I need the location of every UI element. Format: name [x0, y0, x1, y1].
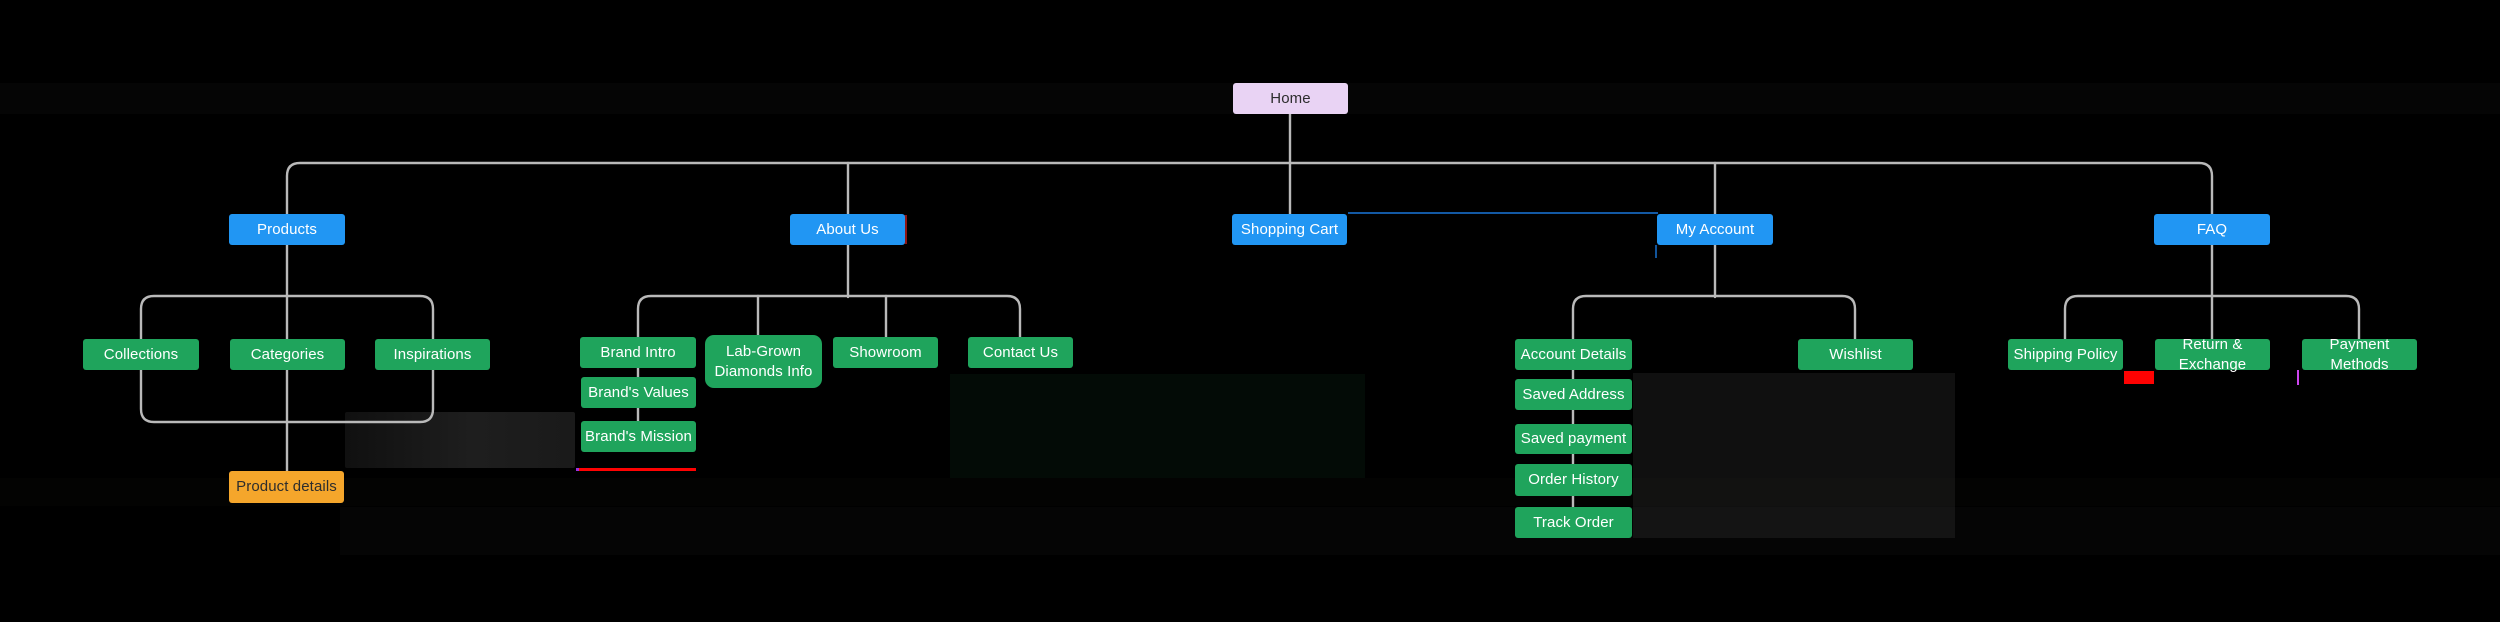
- node-brands-values[interactable]: Brand's Values: [581, 377, 696, 408]
- node-categories[interactable]: Categories: [230, 339, 345, 370]
- node-collections[interactable]: Collections: [83, 339, 199, 370]
- node-shipping-policy[interactable]: Shipping Policy: [2008, 339, 2123, 370]
- node-contact-us[interactable]: Contact Us: [968, 337, 1073, 368]
- node-inspirations[interactable]: Inspirations: [375, 339, 490, 370]
- node-shopping-cart[interactable]: Shopping Cart: [1232, 214, 1347, 245]
- node-products[interactable]: Products: [229, 214, 345, 245]
- node-product-details[interactable]: Product details: [229, 471, 344, 503]
- node-return-exchange[interactable]: Return & Exchange: [2155, 336, 2270, 373]
- node-saved-address[interactable]: Saved Address: [1515, 379, 1632, 410]
- node-about-us[interactable]: About Us: [790, 214, 905, 245]
- node-brand-intro[interactable]: Brand Intro: [580, 337, 696, 368]
- node-payment-methods[interactable]: Payment Methods: [2302, 336, 2417, 373]
- node-my-account[interactable]: My Account: [1657, 214, 1773, 245]
- node-account-details[interactable]: Account Details: [1515, 339, 1632, 370]
- node-wishlist[interactable]: Wishlist: [1798, 339, 1913, 370]
- node-saved-payment[interactable]: Saved payment: [1515, 424, 1632, 454]
- node-showroom[interactable]: Showroom: [833, 337, 938, 368]
- node-home[interactable]: Home: [1233, 83, 1348, 114]
- node-track-order[interactable]: Track Order: [1515, 507, 1632, 538]
- node-lab-grown-diamonds-info[interactable]: Lab-Grown Diamonds Info: [705, 335, 822, 388]
- connector: [139, 112, 2361, 509]
- node-faq[interactable]: FAQ: [2154, 214, 2270, 245]
- node-order-history[interactable]: Order History: [1515, 464, 1632, 496]
- node-brands-mission[interactable]: Brand's Mission: [581, 421, 696, 452]
